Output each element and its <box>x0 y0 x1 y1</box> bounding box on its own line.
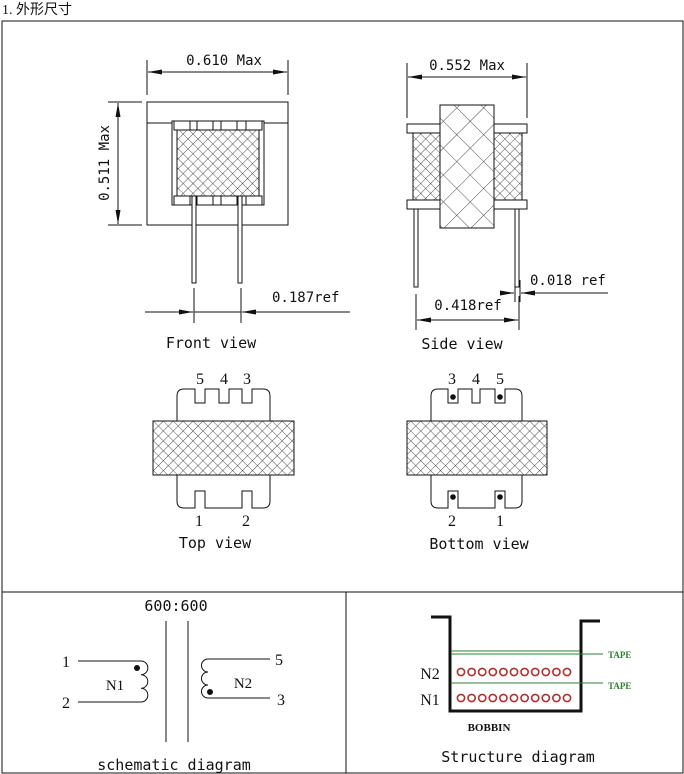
n1-turn <box>456 693 466 703</box>
pin-label: 1 <box>195 513 203 530</box>
n2-turn <box>456 667 466 677</box>
n1-turn <box>477 693 487 703</box>
front-width-dim: 0.610 Max <box>186 53 262 69</box>
pin-label: 2 <box>448 513 456 530</box>
front-pin-pitch-dim: 0.187ref <box>272 290 339 306</box>
side-pin-dia-dim: 0.018 ref <box>530 273 606 289</box>
n1-turn <box>520 693 529 703</box>
side-pin-span-dim: 0.418ref <box>434 298 501 314</box>
tape-label: TAPE <box>608 650 631 660</box>
bobbin-outline <box>431 615 600 713</box>
top-view-caption: Top view <box>179 534 252 552</box>
pin-label: 5 <box>196 371 204 388</box>
front-view: 0.610 Max 0.511 Max 0.187ref Front view <box>97 53 350 352</box>
bobbin-label: BOBBIN <box>468 722 511 734</box>
n2-turn <box>467 667 476 677</box>
n2-turn <box>520 667 529 677</box>
n1-turn <box>467 693 476 703</box>
pin-label: 2 <box>242 513 250 530</box>
n1-turn <box>562 693 572 703</box>
n2-turn <box>562 667 572 677</box>
n2-turn <box>552 667 561 677</box>
n1-turn <box>541 693 551 703</box>
n2-turn <box>541 667 551 677</box>
n2-label: N2 <box>420 666 440 683</box>
pin-5-label: 5 <box>275 652 283 669</box>
n1-turn <box>498 693 508 703</box>
n1-turn <box>530 693 540 703</box>
front-view-caption: Front view <box>166 334 257 352</box>
top-view: 5 4 3 1 2 Top view <box>152 371 295 552</box>
secondary-winding-label: N2 <box>234 676 252 692</box>
section-title: 1. 外形尺寸 <box>2 2 72 18</box>
side-view: 0.552 Max 0.018 ref 0.418ref Side view <box>406 58 608 353</box>
pin-label: 4 <box>472 371 480 388</box>
polarity-dot <box>497 494 503 500</box>
front-height-dim: 0.511 Max <box>97 125 113 201</box>
pin-label: 1 <box>496 513 504 530</box>
pin-2-label: 2 <box>62 695 70 712</box>
tape-label: TAPE <box>608 681 631 691</box>
n2-turn <box>509 667 519 677</box>
n1-label: N1 <box>420 692 440 709</box>
pin-1-label: 1 <box>62 654 70 671</box>
pin-label: 3 <box>243 371 251 388</box>
schematic-caption: schematic diagram <box>97 756 251 774</box>
windings <box>456 667 572 703</box>
bottom-view-caption: Bottom view <box>429 535 529 553</box>
polarity-dot <box>450 494 456 500</box>
n2-turn <box>530 667 540 677</box>
n1-turn <box>488 693 498 703</box>
bottom-view: 3 4 5 2 1 Bottom view <box>406 371 548 553</box>
turns-ratio: 600:600 <box>144 597 207 615</box>
side-view-caption: Side view <box>421 335 503 353</box>
pin-label: 5 <box>496 371 504 388</box>
structure-caption: Structure diagram <box>441 748 595 766</box>
n1-turn <box>509 693 519 703</box>
structure-diagram: TAPE TAPE N2 N1 BOBBIN Structure diagram <box>420 615 631 766</box>
n2-turn <box>498 667 508 677</box>
pin-label: 3 <box>448 371 456 388</box>
polarity-dot <box>450 394 456 400</box>
polarity-dot <box>497 394 503 400</box>
primary-winding-label: N1 <box>106 678 124 694</box>
side-width-dim: 0.552 Max <box>429 58 505 74</box>
n2-turn <box>488 667 498 677</box>
n2-turn <box>477 667 487 677</box>
frame <box>1 20 684 774</box>
pin-3-label: 3 <box>277 692 285 709</box>
pin-label: 4 <box>220 371 228 388</box>
n1-turn <box>552 693 561 703</box>
schematic-diagram: 600:600 1 2 5 3 N1 N2 schematic diagram <box>62 597 285 774</box>
